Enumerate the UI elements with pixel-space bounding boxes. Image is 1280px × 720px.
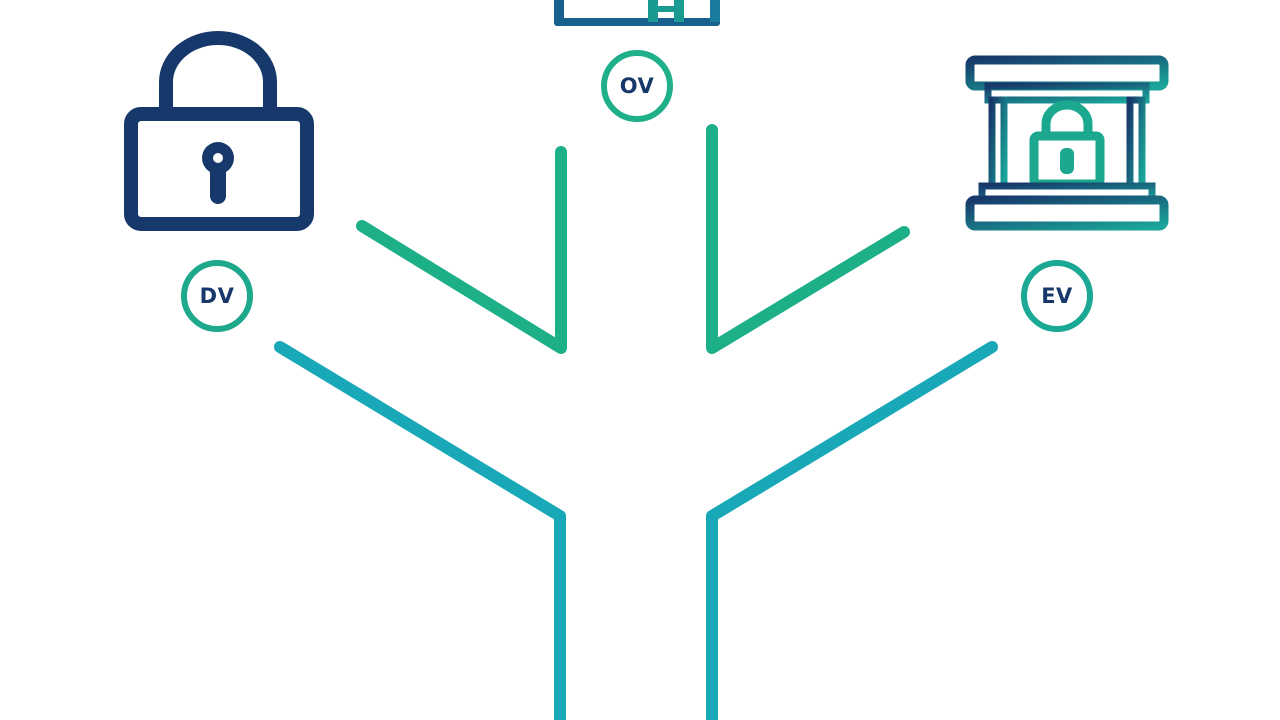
branch-upper-right	[706, 124, 910, 354]
dv-badge: DV	[181, 260, 253, 332]
ov-badge: OV	[601, 50, 673, 122]
ev-badge: EV	[1021, 260, 1093, 332]
padlock-icon	[124, 31, 314, 231]
branch-lower-left	[274, 341, 566, 720]
ov-label: OV	[619, 74, 655, 98]
branch-upper-left	[356, 146, 567, 354]
bank-lock-icon	[965, 55, 1169, 231]
ev-label: EV	[1041, 284, 1073, 308]
branch-lower-right	[706, 341, 998, 720]
building-icon	[554, 0, 720, 26]
dv-label: DV	[199, 284, 235, 308]
